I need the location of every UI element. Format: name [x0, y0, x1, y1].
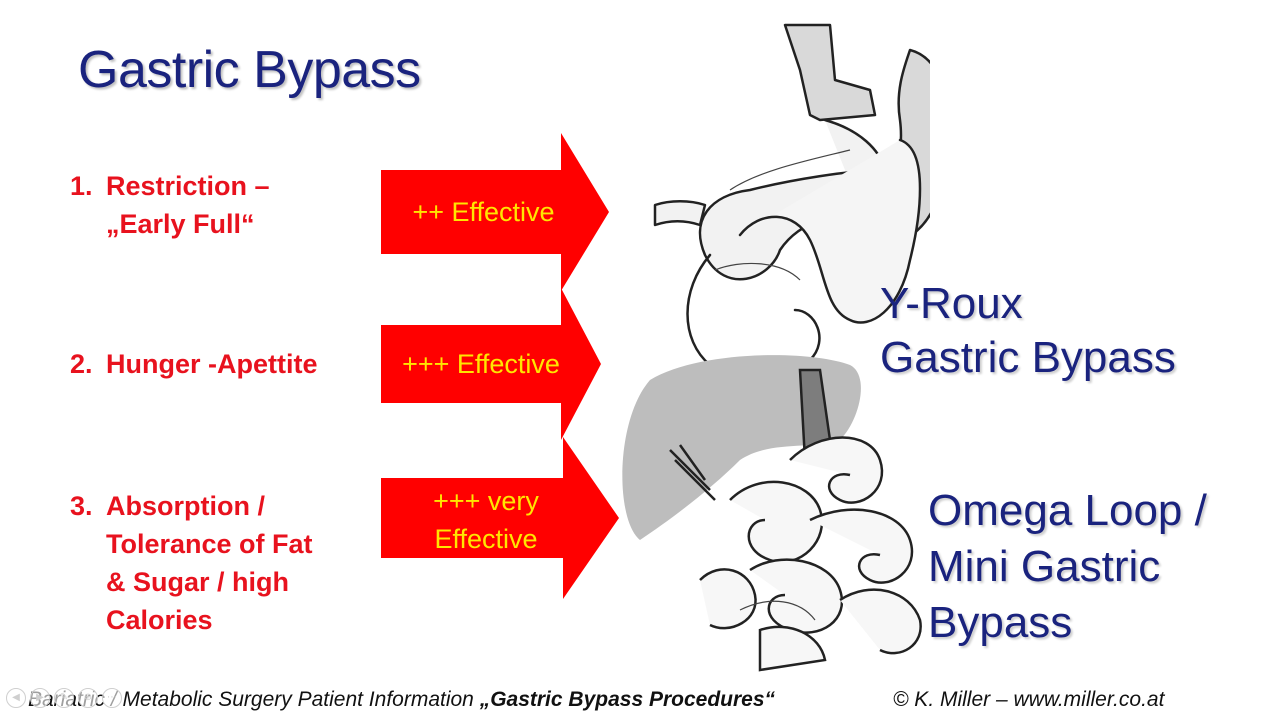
slide-title: Gastric Bypass [78, 41, 421, 99]
anatomy-drawing [622, 23, 952, 672]
procedure-line: Omega Loop / [928, 486, 1207, 535]
procedure-line: Mini Gastric [928, 542, 1161, 591]
footer-left: Bariatric / Metabolic Surgery Patient In… [28, 688, 775, 712]
footer-copyright: © K. Miller – www.miller.co.at [893, 688, 1165, 711]
arrow-label: Effective [434, 524, 538, 554]
footer-prefix: Bariatric / Metabolic Surgery Patient In… [28, 688, 480, 711]
item-line: Absorption / [106, 491, 265, 521]
arrow-shape [381, 437, 619, 599]
pen-icon[interactable]: ✎ [54, 688, 74, 708]
footer-presentation-title: „Gastric Bypass Procedures“ [479, 688, 776, 711]
arrow-label: ++ Effective [412, 197, 555, 227]
item-line: & Sugar / high [106, 567, 290, 597]
arrow-effective-2: +++ Effective [381, 288, 603, 440]
slide-footer: Bariatric / Metabolic Surgery Patient In… [0, 684, 1280, 720]
item-restriction: 1. Restriction – „Early Full“ [70, 167, 270, 243]
item-line: Restriction – [106, 171, 270, 201]
arrow-label: +++ very [433, 486, 539, 516]
item-line: Hunger -Apettite [106, 349, 318, 379]
procedure-line: Gastric Bypass [880, 333, 1176, 382]
procedure-omega-loop: Omega Loop / Mini Gastric Bypass [928, 483, 1207, 651]
item-line: „Early Full“ [106, 209, 255, 239]
procedure-y-roux: Y-Roux Gastric Bypass [880, 277, 1176, 385]
slide-back-icon[interactable]: ◀ [6, 688, 26, 708]
gastric-bypass-illustration [610, 20, 952, 675]
item-number: 2. [70, 349, 93, 379]
zoom-icon[interactable]: ⊕ [78, 688, 98, 708]
item-line: Calories [106, 605, 213, 635]
item-absorption: 3. Absorption / Tolerance of Fat & Sugar … [70, 487, 313, 639]
procedure-line: Bypass [928, 598, 1073, 647]
arrow-label: +++ Effective [402, 349, 560, 379]
arrow-effective-1: ++ Effective [381, 133, 611, 291]
slide-forward-icon[interactable]: ▶ [30, 688, 50, 708]
item-number: 3. [70, 491, 93, 521]
item-hunger: 2. Hunger -Apettite [70, 345, 318, 383]
arrow-shape [381, 288, 601, 440]
presenter-menu-icon[interactable]: ⋯ [102, 688, 122, 708]
procedure-line: Y-Roux [880, 279, 1023, 328]
arrow-effective-3: +++ very Effective [381, 437, 621, 599]
presenter-controls: ◀ ▶ ✎ ⊕ ⋯ [6, 688, 122, 708]
item-line: Tolerance of Fat [106, 529, 313, 559]
item-number: 1. [70, 171, 93, 201]
arrow-shape [381, 133, 609, 291]
